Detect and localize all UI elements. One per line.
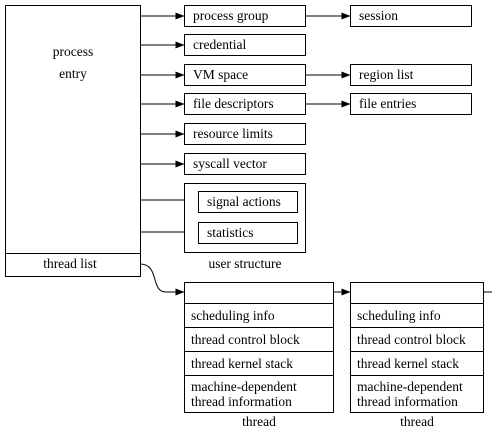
thread-2-md-line2: thread information [357,394,458,409]
thread-1-md-line2: thread information [191,394,292,409]
file-descriptors-box: file descriptors [184,93,306,115]
thread-1-control-block: thread control block [185,327,333,351]
vm-space-box: VM space [184,64,306,86]
thread-2-control-block: thread control block [351,327,483,351]
thread-1-scheduling-info: scheduling info [185,303,333,327]
process-entry-box [5,5,141,277]
resource-limits-box: resource limits [184,123,306,145]
thread-box-2: scheduling info thread control block thr… [350,282,484,413]
file-entries-box: file entries [350,93,472,115]
thread-2-kernel-stack: thread kernel stack [351,351,483,375]
thread-1-machine-dependent: machine-dependent thread information [185,375,333,412]
statistics-box: statistics [198,222,298,244]
thread-2-scheduling-info: scheduling info [351,303,483,327]
thread-caption-2: thread [400,414,434,429]
process-entry-label-line2: entry [59,66,87,81]
signal-actions-box: signal actions [198,191,298,213]
thread-box-1: scheduling info thread control block thr… [184,282,334,413]
thread-list-label: thread list [43,256,97,271]
region-list-box: region list [350,64,472,86]
credential-box: credential [184,34,306,56]
arrow-thread-list-to-thread [139,263,185,296]
thread-2-machine-dependent: machine-dependent thread information [351,375,483,412]
thread-1-md-line1: machine-dependent [191,379,297,394]
thread-list-divider [6,253,140,254]
user-structure-caption: user structure [208,256,282,271]
process-group-box: process group [184,5,306,27]
thread-2-md-line1: machine-dependent [357,379,463,394]
thread-1-kernel-stack: thread kernel stack [185,351,333,375]
process-entry-label-line1: process [52,44,94,59]
session-box: session [350,5,472,27]
thread-caption-1: thread [242,414,276,429]
syscall-vector-box: syscall vector [184,153,306,175]
